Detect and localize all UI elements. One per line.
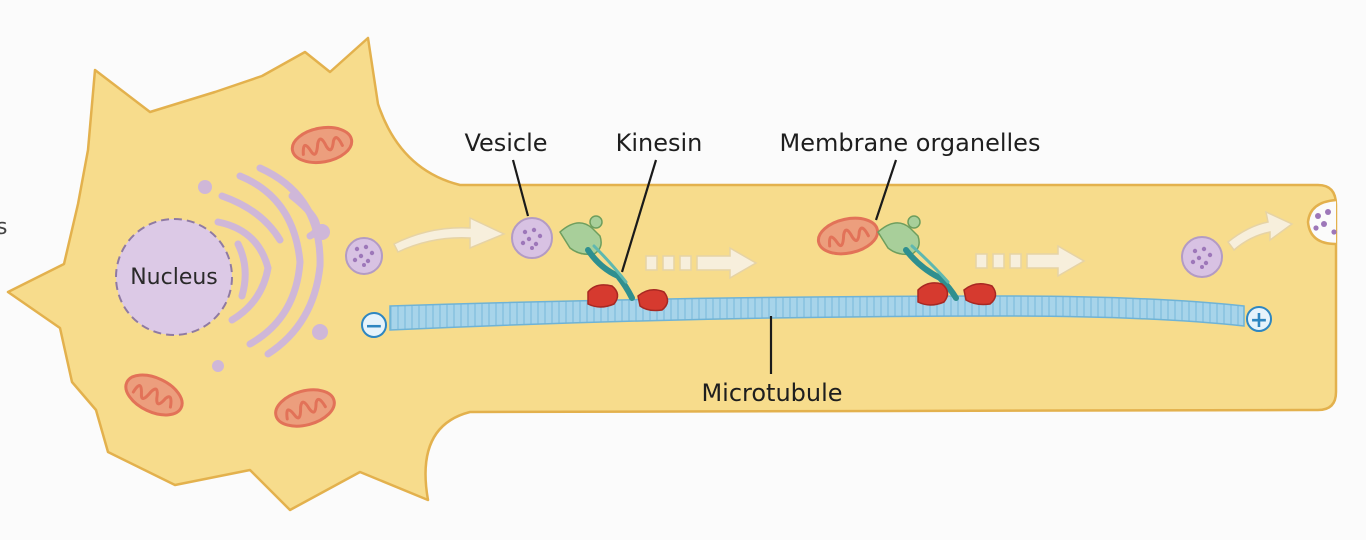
leader-lines <box>511 159 898 374</box>
motion-arrow-3 <box>975 244 1086 278</box>
nucleus <box>115 218 233 336</box>
vesicle-soma <box>345 237 383 275</box>
golgi-apparatus <box>214 164 324 358</box>
released-vesicle-dots <box>1313 209 1337 235</box>
vesicle-cargo <box>511 217 553 259</box>
motion-arrow-2 <box>645 246 758 280</box>
kinesin-label: Kinesin <box>616 129 703 157</box>
vesicle-label: Vesicle <box>464 129 547 157</box>
nucleus-label: Nucleus <box>130 265 218 290</box>
membrane-organelles-label: Membrane organelles <box>780 129 1041 157</box>
motion-arrow-1 <box>392 216 506 253</box>
golgi-vesicles <box>198 180 330 372</box>
minus-sign: − <box>365 314 383 339</box>
motion-arrow-4 <box>1226 210 1294 252</box>
microtubule-label: Microtubule <box>701 379 842 407</box>
vesicle-terminal <box>1181 236 1223 278</box>
kinesin-motor-1 <box>559 215 669 312</box>
plus-sign: + <box>1250 308 1268 333</box>
plus-end-marker: + <box>1246 306 1272 333</box>
kinesin-motor-2 <box>877 215 997 306</box>
cropped-left-text: s <box>0 215 7 240</box>
minus-end-marker: − <box>361 312 387 339</box>
